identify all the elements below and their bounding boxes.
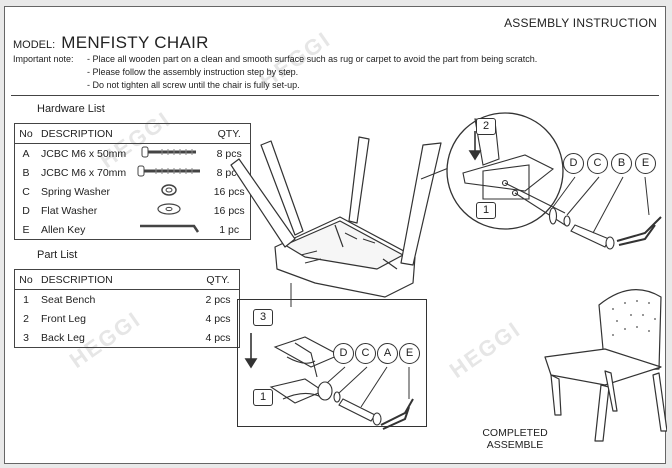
row-no: A bbox=[14, 143, 37, 163]
header-qty: QTY. bbox=[208, 123, 252, 144]
spring-washer-icon bbox=[161, 184, 177, 196]
bolt-50mm-icon bbox=[141, 146, 197, 158]
upturned-leg bbox=[260, 140, 304, 236]
row-no: C bbox=[14, 182, 37, 201]
header-description: DESCRIPTION bbox=[37, 123, 131, 144]
assembly-title: ASSEMBLY INSTRUCTION bbox=[504, 16, 657, 30]
row-qty: 16 pcs bbox=[208, 201, 252, 220]
hardware-letter: E bbox=[399, 343, 420, 364]
hardware-letter: A bbox=[377, 343, 398, 364]
row-no: 3 bbox=[14, 328, 37, 348]
row-description: Seat Bench bbox=[41, 293, 96, 306]
note-item: - Do not tighten all screw until the cha… bbox=[87, 80, 300, 90]
step-badge: 1 bbox=[253, 389, 273, 406]
table-row: C Spring Washer 16 pcs bbox=[14, 182, 252, 201]
flat-washer-icon bbox=[157, 203, 181, 215]
note-item: - Place all wooden part on a clean and s… bbox=[87, 54, 538, 64]
bolt-70mm-icon bbox=[137, 165, 201, 177]
header-description: DESCRIPTION bbox=[37, 269, 197, 290]
row-no: D bbox=[14, 201, 37, 220]
hardware-letter: C bbox=[355, 343, 376, 364]
step-badge: 1 bbox=[476, 202, 496, 219]
header-no: No bbox=[14, 269, 37, 290]
row-description: Front Leg bbox=[41, 312, 86, 325]
hardware-letter: E bbox=[635, 153, 656, 174]
row-description: Back Leg bbox=[37, 328, 197, 348]
row-qty: 4 pcs bbox=[197, 309, 240, 328]
header-no: No bbox=[14, 123, 37, 144]
step-3-callout bbox=[237, 299, 427, 427]
completed-caption: COMPLETED ASSEMBLE bbox=[475, 427, 555, 451]
row-description: Flat Washer bbox=[41, 204, 98, 217]
hardware-letter: D bbox=[563, 153, 584, 174]
note-item: - Please follow the assembly instruction… bbox=[87, 67, 299, 77]
part-table: No DESCRIPTION QTY. 1 Seat Bench 2 pcs 2… bbox=[14, 269, 240, 348]
table-row: 3 Back Leg 4 pcs bbox=[14, 328, 240, 348]
notes-label: Important note: bbox=[13, 54, 74, 64]
upturned-leg bbox=[400, 142, 442, 266]
step-badge: 3 bbox=[253, 309, 273, 326]
table-row: 1 Seat Bench 2 pcs bbox=[14, 289, 240, 309]
row-qty: 16 pcs bbox=[208, 182, 252, 201]
row-qty: 8 pcs bbox=[208, 143, 252, 163]
model-label: MODEL: bbox=[13, 39, 56, 51]
assembly-diagram bbox=[230, 112, 667, 442]
row-description: JCBC M6 x 50mm bbox=[41, 147, 127, 160]
row-description: Spring Washer bbox=[41, 185, 111, 198]
part-list-title: Part List bbox=[37, 249, 78, 261]
row-description: Allen Key bbox=[37, 220, 131, 240]
header-qty: QTY. bbox=[197, 269, 240, 290]
model-line: MODEL: MENFISTY CHAIR bbox=[13, 33, 209, 53]
upturned-leg bbox=[230, 158, 296, 248]
upturned-leg bbox=[348, 136, 370, 224]
header-divider bbox=[11, 95, 659, 96]
hardware-list-title: Hardware List bbox=[37, 103, 105, 115]
row-no: 2 bbox=[14, 309, 37, 328]
instruction-sheet: HEGGI HEGGI HEGGI HEGGI HEGGI ASSEMBLY I… bbox=[4, 6, 667, 464]
row-qty: 1 pc bbox=[208, 220, 252, 240]
row-no: B bbox=[14, 163, 37, 182]
step-badge: 2 bbox=[476, 118, 496, 135]
hardware-letter: B bbox=[611, 153, 632, 174]
row-qty: 2 pcs bbox=[197, 289, 240, 309]
table-header-row: No DESCRIPTION QTY. bbox=[14, 269, 240, 290]
model-name: MENFISTY CHAIR bbox=[61, 33, 209, 52]
hardware-letter: D bbox=[333, 343, 354, 364]
table-row: D Flat Washer 16 pcs bbox=[14, 201, 252, 220]
allen-key-icon bbox=[140, 224, 200, 233]
hardware-table: No DESCRIPTION QTY. A JCBC M6 x 50mm 8 p… bbox=[14, 123, 252, 240]
row-no: 1 bbox=[14, 289, 37, 309]
table-header-row: No DESCRIPTION QTY. bbox=[14, 123, 252, 144]
top-magnifier-circle bbox=[446, 112, 564, 230]
completed-line: COMPLETED bbox=[482, 427, 548, 439]
table-row: E Allen Key 1 pc bbox=[14, 220, 252, 240]
row-no: E bbox=[14, 220, 37, 240]
row-description: JCBC M6 x 70mm bbox=[41, 166, 127, 179]
table-row: A JCBC M6 x 50mm 8 pcs bbox=[14, 143, 252, 163]
completed-line: ASSEMBLE bbox=[486, 439, 544, 451]
completed-chair bbox=[544, 289, 667, 442]
table-row: 2 Front Leg 4 pcs bbox=[14, 309, 240, 328]
hardware-letter: C bbox=[587, 153, 608, 174]
row-qty: 4 pcs bbox=[197, 328, 240, 348]
